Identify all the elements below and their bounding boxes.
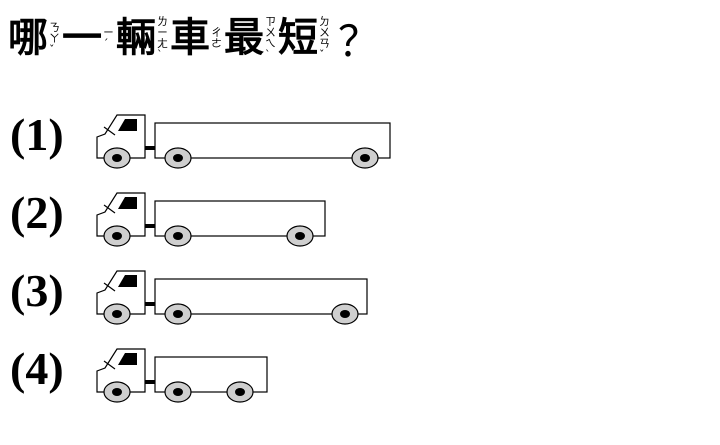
wheel-hub bbox=[360, 154, 370, 162]
zhuyin-symbol: ㄌ bbox=[157, 15, 168, 28]
zhuyin-symbol: ˇ bbox=[319, 48, 325, 61]
wheel-hub bbox=[173, 310, 183, 318]
wheel-hub bbox=[112, 310, 122, 318]
zhuyin-symbol: ㄧ bbox=[103, 26, 114, 39]
truck-hitch bbox=[145, 146, 155, 150]
truck-4 bbox=[96, 348, 268, 403]
title-hanzi: 車 bbox=[170, 14, 210, 61]
option-row-2[interactable]: (2) bbox=[0, 186, 720, 266]
cab-window bbox=[118, 353, 137, 365]
option-label-3: (3) bbox=[10, 265, 64, 316]
wheel-hub bbox=[295, 232, 305, 240]
wheel-hub bbox=[112, 388, 122, 396]
wheel-hub bbox=[173, 232, 183, 240]
cab-window bbox=[118, 197, 137, 209]
cab-mirror bbox=[103, 360, 116, 370]
option-label-2: (2) bbox=[10, 187, 64, 238]
zhuyin-symbol: ㄢ bbox=[319, 37, 330, 50]
zhuyin-symbol: ㄟ bbox=[265, 37, 276, 50]
zhuyin-symbol: ㄋ bbox=[49, 20, 60, 34]
option-row-3[interactable]: (3) bbox=[0, 264, 720, 344]
zhuyin-symbol: ㄗ bbox=[265, 15, 276, 28]
truck-2 bbox=[96, 192, 326, 247]
zhuyin-symbol: ㄜ bbox=[211, 37, 222, 50]
title-hanzi: 短 bbox=[278, 14, 318, 61]
zhuyin-symbol: ˋ bbox=[157, 48, 163, 61]
wheel-hub bbox=[235, 388, 245, 396]
title-hanzi: 輛 bbox=[116, 14, 156, 61]
zhuyin-symbol: ㄨ bbox=[265, 26, 276, 39]
zhuyin-symbol: ㄤ bbox=[157, 37, 168, 50]
truck-hitch bbox=[145, 302, 155, 306]
wheel-hub bbox=[173, 388, 183, 396]
truck-hitch bbox=[145, 380, 155, 384]
cab-window bbox=[118, 119, 137, 131]
truck-trailer bbox=[154, 122, 391, 159]
option-row-4[interactable]: (4) bbox=[0, 342, 720, 422]
truck-1 bbox=[96, 114, 391, 169]
zhuyin-symbol: ㄨ bbox=[319, 26, 330, 39]
zhuyin-symbol: ˋ bbox=[265, 48, 271, 61]
wheel-hub bbox=[173, 154, 183, 162]
question-mark: ？ bbox=[338, 16, 381, 66]
zhuyin-annotation: ㄔㄜ bbox=[211, 27, 222, 49]
title-hanzi: 哪 bbox=[8, 14, 48, 61]
truck-trailer bbox=[154, 278, 368, 315]
option-label-1: (1) bbox=[10, 109, 64, 160]
title-hanzi: 一 bbox=[62, 14, 102, 61]
wheel-hub bbox=[340, 310, 350, 318]
cab-mirror bbox=[103, 126, 116, 136]
title-char: 車ㄔㄜ bbox=[170, 18, 222, 58]
zhuyin-symbol: ㄔ bbox=[211, 26, 222, 39]
option-row-1[interactable]: (1) bbox=[0, 108, 720, 188]
zhuyin-symbol: ˊ bbox=[103, 37, 109, 50]
zhuyin-symbol: ㄚ bbox=[49, 31, 60, 45]
option-label-4: (4) bbox=[10, 343, 64, 394]
cab-mirror bbox=[103, 282, 116, 292]
wheel-hub bbox=[112, 154, 122, 162]
truck-hitch bbox=[145, 224, 155, 228]
truck-3 bbox=[96, 270, 368, 325]
title-hanzi: 最 bbox=[224, 14, 264, 61]
zhuyin-symbol: ˇ bbox=[49, 42, 55, 56]
cab-mirror bbox=[103, 204, 116, 214]
wheel-hub bbox=[112, 232, 122, 240]
zhuyin-symbol: ㄧ bbox=[157, 26, 168, 39]
cab-window bbox=[118, 275, 137, 287]
zhuyin-symbol: ㄉ bbox=[319, 15, 330, 28]
